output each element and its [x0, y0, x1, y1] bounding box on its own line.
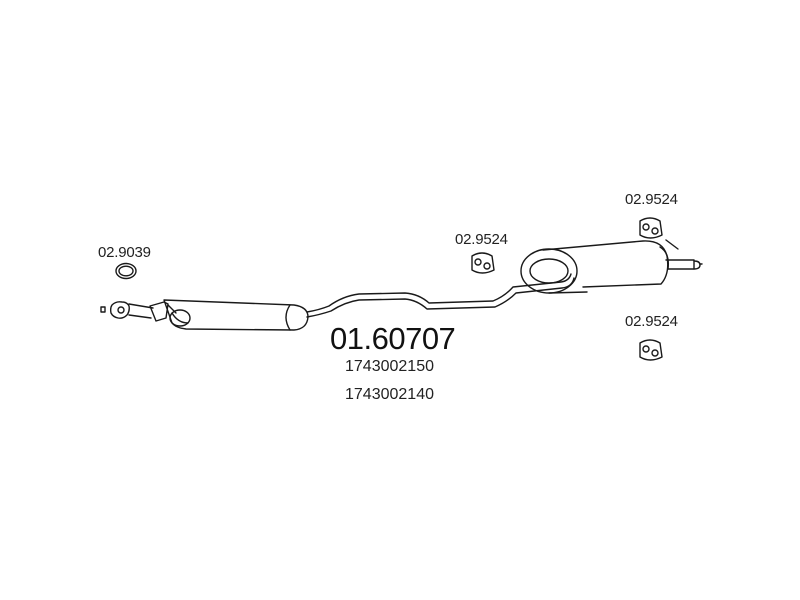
gasket-ring-label: 02.9039 [98, 244, 151, 261]
front-muffler-icon [149, 299, 309, 331]
hanger-top-right-icon [639, 217, 679, 250]
hanger-top-right-label: 02.9524 [625, 191, 678, 208]
rear-muffler-icon [520, 240, 670, 294]
hanger-bottom-right-icon [639, 339, 663, 361]
main-part-number: 01.60707 [330, 321, 456, 356]
oem-number-2: 1743002140 [345, 386, 434, 403]
hanger-bottom-right-label: 02.9524 [625, 313, 678, 330]
intermediate-pipe-icon [306, 273, 575, 318]
gasket-ring-icon [115, 262, 137, 280]
oem-number-1: 1743002150 [345, 358, 434, 375]
tail-pipe-icon [665, 259, 703, 270]
front-flange-icon [100, 301, 154, 319]
hanger-center-icon [471, 252, 495, 274]
hanger-center-label: 02.9524 [455, 231, 508, 248]
